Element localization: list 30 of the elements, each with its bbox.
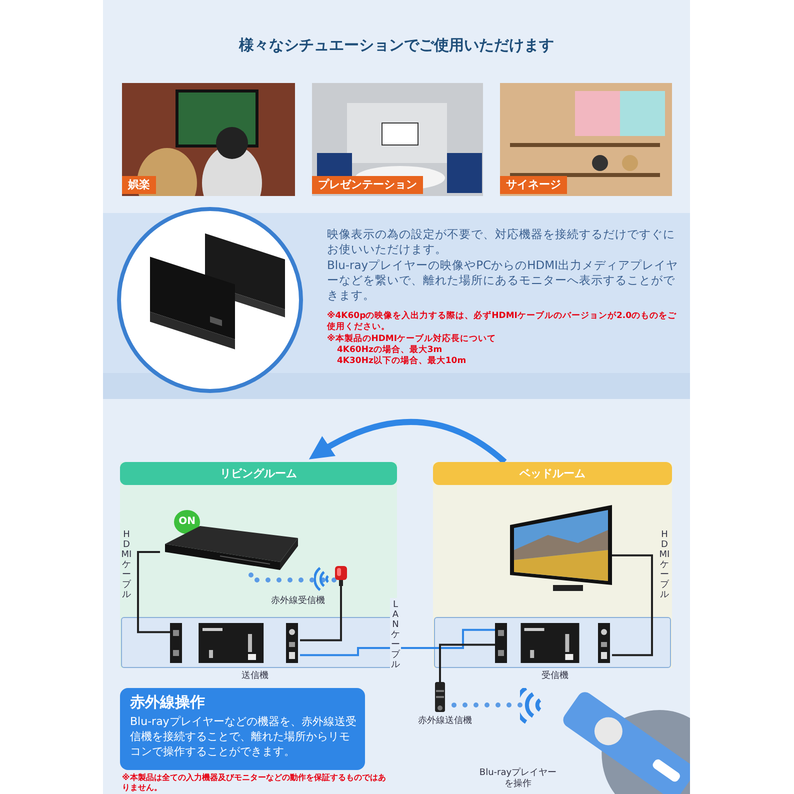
page-title: 様々なシチュエーションでご使用いただけます: [238, 36, 555, 55]
device-caption: 送信機: [240, 671, 270, 682]
cable: [439, 644, 495, 682]
card-heading: 赤外線操作: [130, 693, 206, 712]
photo-caption: プレゼンテーション: [312, 176, 423, 194]
card-body: Blu-rayプレイヤーなどの機器を、赤外線送受信機を接続することで、離れた場所からリモコンで操作することができます。: [130, 714, 358, 759]
room-header: リビングルーム: [120, 462, 397, 485]
description-text: Blu-rayプレイヤーの映像やPCからのHDMI出力メディアプレイヤーなどを繋いで、離れた場所にあるモニターへ表示することができます。: [327, 258, 679, 303]
room-header: ベッドルーム: [433, 462, 672, 485]
cable: [612, 554, 653, 656]
speech-bubble: ON: [174, 510, 200, 534]
cable: [137, 551, 170, 634]
device-caption: 受信機: [540, 671, 570, 682]
device-caption: 赤外線送信機: [417, 716, 473, 727]
device-caption: 赤外線受信機: [270, 596, 326, 607]
arrow: [308, 419, 507, 464]
room-panel: [433, 462, 672, 668]
cable: [300, 628, 495, 656]
note-text: ※本製品は全ての入力機器及びモニターなどの動作を保証するものではありません。: [122, 773, 387, 793]
note-text: ※4K60pの映像を入出力する際は、必ずHDMIケーブルのバージョンが2.0のものをご使用ください。: [327, 311, 678, 333]
photo-caption: サイネージ: [500, 176, 567, 194]
info-card: [120, 688, 365, 770]
photo-caption: 娯楽: [122, 176, 156, 194]
description-text: 映像表示の為の設定が不要で、対応機器を接続するだけですぐにお使いいただけます。: [327, 227, 676, 257]
note-text: 4K60Hzの場合、最大3m: [337, 345, 444, 356]
signal-dots: [248, 570, 336, 582]
cable: [300, 586, 342, 642]
note-text: ※本製品のHDMIケーブル対応長について: [327, 334, 498, 344]
device-caption: Blu-rayプレイヤーを操作: [478, 768, 558, 790]
note-text: 4K30Hz以下の場合、最大10m: [337, 356, 468, 367]
